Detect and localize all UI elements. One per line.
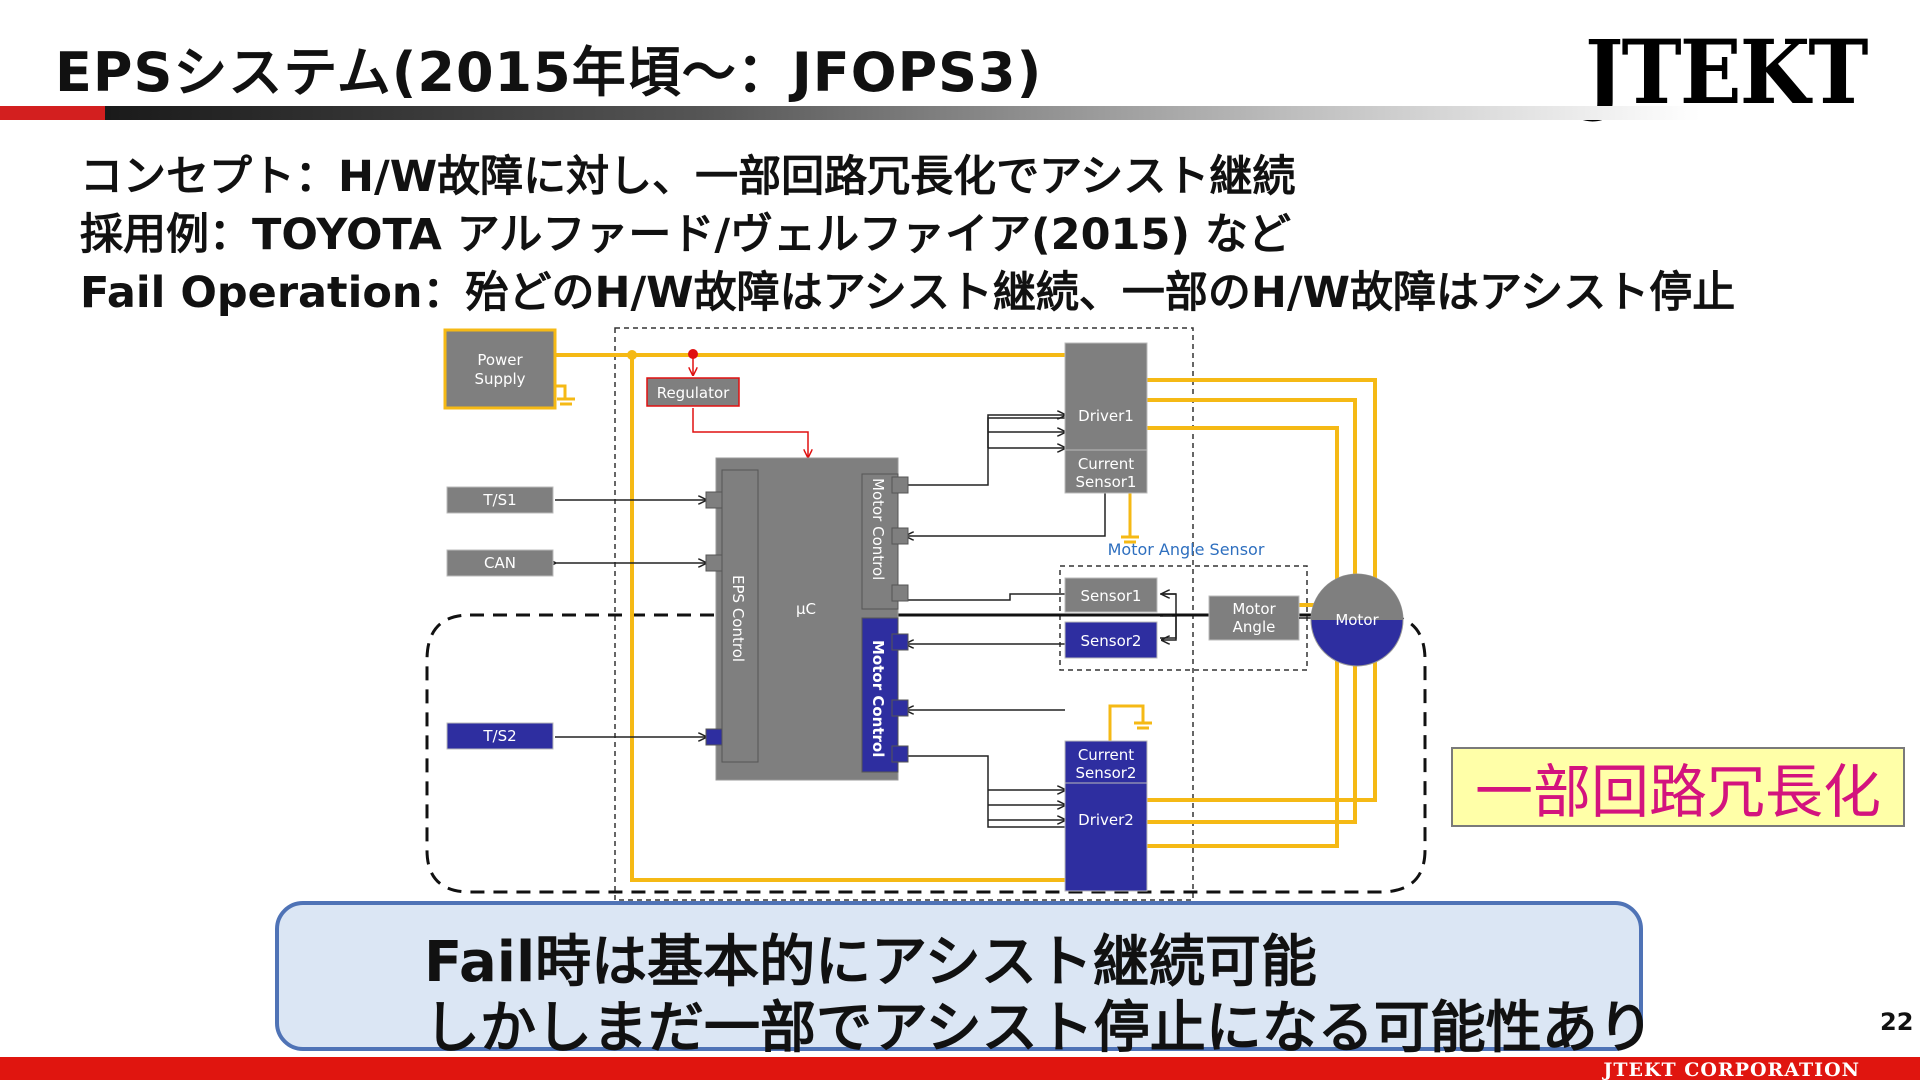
motor-angle-label-1: Motor (1232, 600, 1276, 618)
sensor1-label: Sensor1 (1081, 587, 1142, 605)
eps-control-label: EPS Control (729, 575, 747, 662)
motor-control-1-label: Motor Control (869, 478, 887, 580)
current-sensor2-label-1: Current (1078, 746, 1134, 764)
concept-line: コンセプト：H/W故障に対し、一部回路冗長化でアシスト継続 (80, 152, 1296, 202)
driver2-block: Current Sensor2 Driver2 (1064, 740, 1148, 892)
regulator-block: Regulator (646, 377, 740, 407)
ts1-label: T/S1 (482, 491, 516, 509)
power-supply-block: Power Supply (443, 328, 557, 410)
driver2-label: Driver2 (1078, 811, 1134, 829)
driver1-label: Driver1 (1078, 407, 1134, 425)
redundant-circuit-boundary (425, 613, 1427, 894)
power-supply-label-2: Supply (474, 370, 525, 388)
microcontroller-block: EPS Control μC Motor Control Motor Contr… (705, 457, 909, 781)
summary-box: Fail時は基本的にアシスト継続可能 しかしまだ一部でアシスト停止になる可能性あ… (275, 901, 1654, 1061)
power-supply-label-1: Power (477, 351, 523, 369)
sensor2-label: Sensor2 (1081, 632, 1142, 650)
ground-symbols (555, 384, 1152, 742)
motor-control-2-label: Motor Control (869, 640, 887, 757)
ts2-block: T/S2 (446, 722, 554, 750)
adoption-line: 採用例：TOYOTA アルファード/ヴェルファイア(2015) など (80, 210, 1291, 260)
uc-label: μC (796, 600, 816, 618)
footer-corporation: JTEKT CORPORATION (1603, 1059, 1860, 1081)
can-block: CAN (446, 549, 554, 577)
motor-block: Motor (1310, 573, 1404, 667)
current-sensor1-label-1: Current (1078, 455, 1134, 473)
redundancy-callout: 一部回路冗長化 (1451, 747, 1905, 827)
fail-operation-line: Fail Operation：殆どのH/W故障はアシスト継続、一部のH/W故障は… (80, 268, 1736, 318)
page-number: 22 (1880, 1008, 1914, 1036)
ts2-label: T/S2 (482, 727, 516, 745)
regulator-feed (688, 349, 808, 457)
title-underline (0, 106, 1920, 120)
can-label: CAN (484, 554, 516, 572)
ts1-block: T/S1 (446, 486, 554, 514)
summary-line-1: Fail時は基本的にアシスト継続可能 (424, 930, 1317, 995)
motor-angle-block: Motor Angle (1208, 595, 1300, 641)
motor-angle-sensor-label: Motor Angle Sensor (1108, 540, 1265, 559)
current-sensor1-label-2: Sensor1 (1076, 473, 1137, 491)
footer-bar (0, 1057, 1920, 1080)
sensor2-block: Sensor2 (1064, 621, 1158, 659)
current-sensor2-label-2: Sensor2 (1076, 764, 1137, 782)
regulator-label: Regulator (657, 384, 730, 402)
summary-line-2: しかしまだ一部でアシスト停止になる可能性あり (424, 996, 1654, 1061)
driver1-block: Driver1 Current Sensor1 (1064, 342, 1148, 494)
motor-label: Motor (1335, 611, 1379, 629)
motor-angle-label-2: Angle (1233, 618, 1276, 636)
slide-title: EPSシステム(2015年頃～：JFOPS3) (55, 41, 1043, 104)
sensor1-block: Sensor1 (1064, 577, 1158, 613)
